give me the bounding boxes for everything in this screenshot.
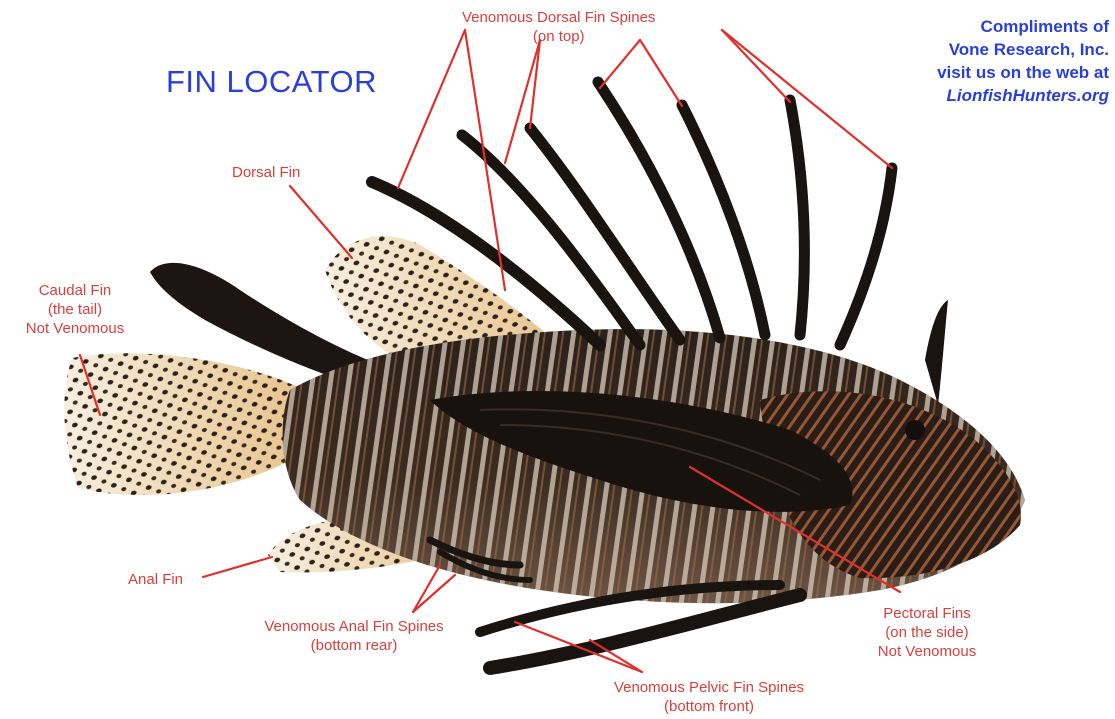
label-dorsal-fin: Dorsal Fin bbox=[232, 163, 300, 182]
credit-block: Compliments of Vone Research, Inc. visit… bbox=[849, 15, 1109, 107]
credit-website: LionfishHunters.org bbox=[849, 84, 1109, 107]
label-pectoral-fins-line2: (on the side) bbox=[852, 623, 1002, 642]
label-caudal-fin-line3: Not Venomous bbox=[10, 319, 140, 338]
leader-dorsal-spine-3 bbox=[505, 40, 540, 163]
label-dorsal-fin-line1: Dorsal Fin bbox=[232, 163, 300, 182]
leader-dorsal-spine-4 bbox=[530, 40, 540, 128]
label-dorsal-spines: Venomous Dorsal Fin Spines (on top) bbox=[462, 8, 655, 46]
page-title: FIN LOCATOR bbox=[166, 64, 377, 100]
label-pectoral-fins-line3: Not Venomous bbox=[852, 642, 1002, 661]
leader-anal-fin bbox=[203, 557, 272, 577]
leader-dorsal-spine-7 bbox=[722, 30, 790, 102]
label-dorsal-spines-line1: Venomous Dorsal Fin Spines bbox=[462, 8, 655, 27]
credit-line-3: visit us on the web at bbox=[849, 61, 1109, 84]
caudal-fin bbox=[64, 353, 300, 495]
label-anal-spines: Venomous Anal Fin Spines (bottom rear) bbox=[236, 617, 472, 655]
label-pectoral-fins-line1: Pectoral Fins bbox=[852, 604, 1002, 623]
leader-anal-spine-1 bbox=[413, 565, 440, 612]
credit-line-2: Vone Research, Inc. bbox=[849, 38, 1109, 61]
leader-anal-spine-2 bbox=[413, 575, 455, 612]
label-caudal-fin-line1: Caudal Fin bbox=[10, 281, 140, 300]
leader-dorsal-spine-6 bbox=[640, 40, 682, 106]
leader-dorsal-fin bbox=[290, 186, 352, 258]
label-pelvic-spines: Venomous Pelvic Fin Spines (bottom front… bbox=[584, 678, 834, 716]
label-caudal-fin-line2: (the tail) bbox=[10, 300, 140, 319]
credit-line-1: Compliments of bbox=[849, 15, 1109, 38]
label-anal-spines-line2: (bottom rear) bbox=[236, 636, 472, 655]
label-pelvic-spines-line2: (bottom front) bbox=[584, 697, 834, 716]
leader-dorsal-spine-1 bbox=[398, 30, 465, 188]
label-anal-fin-line1: Anal Fin bbox=[128, 570, 183, 589]
label-pectoral-fins: Pectoral Fins (on the side) Not Venomous bbox=[852, 604, 1002, 661]
label-pelvic-spines-line1: Venomous Pelvic Fin Spines bbox=[584, 678, 834, 697]
leader-dorsal-spine-5 bbox=[600, 40, 640, 88]
label-anal-fin: Anal Fin bbox=[128, 570, 183, 589]
label-anal-spines-line1: Venomous Anal Fin Spines bbox=[236, 617, 472, 636]
label-caudal-fin: Caudal Fin (the tail) Not Venomous bbox=[10, 281, 140, 338]
label-dorsal-spines-line2: (on top) bbox=[462, 27, 655, 46]
